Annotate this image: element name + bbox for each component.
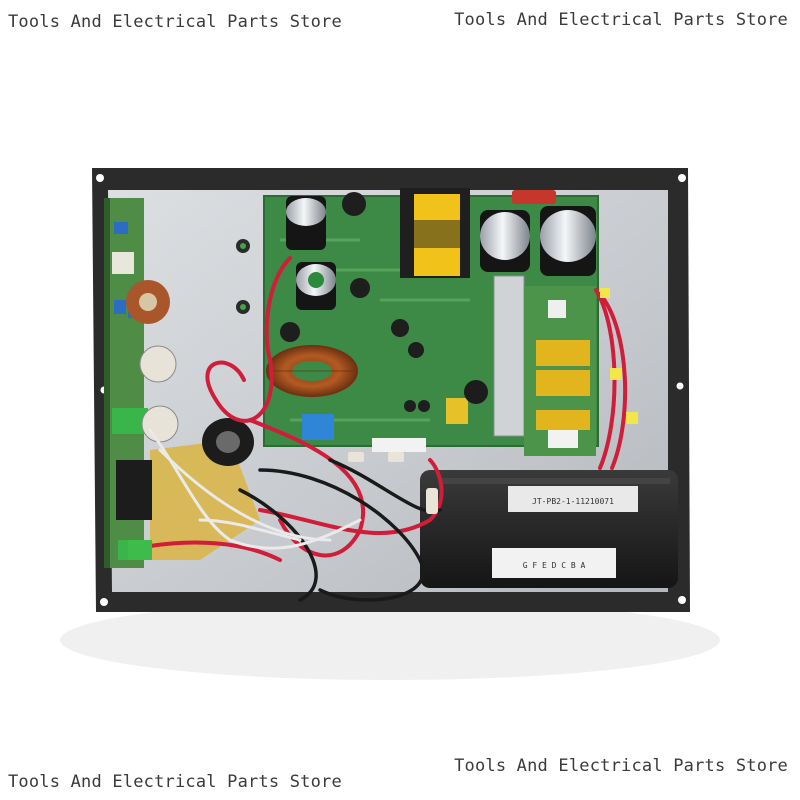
board-connector xyxy=(372,438,426,452)
mount-hole xyxy=(678,596,686,604)
cable-tie xyxy=(600,288,610,298)
toroid-inductor xyxy=(266,345,358,397)
mount-hole xyxy=(678,174,686,182)
fuse xyxy=(512,190,556,204)
wire-connector xyxy=(348,452,364,462)
cable-tie xyxy=(626,412,638,424)
watermark-bottom-right: Tools And Electrical Parts Store xyxy=(454,756,788,776)
wire-connector xyxy=(388,452,404,462)
relay xyxy=(141,405,179,443)
film-capacitor xyxy=(446,398,468,424)
choke-coil xyxy=(202,418,254,466)
watermark-top-left: Tools And Electrical Parts Store xyxy=(8,12,342,32)
ntc-thermistor xyxy=(464,380,488,404)
connector-label xyxy=(492,548,616,578)
serial-label-text: JT-PB2-1-11210071 xyxy=(532,497,614,506)
shadow xyxy=(60,600,720,680)
chip-module xyxy=(116,460,152,520)
filter-board xyxy=(524,286,596,456)
transformer xyxy=(400,188,470,278)
watermark-bottom-left: Tools And Electrical Parts Store xyxy=(8,772,342,792)
red-wires xyxy=(148,256,628,562)
relay xyxy=(139,345,177,383)
driver-module-housing: JT-PB2-1-11210071 G F E D C B A xyxy=(420,470,678,588)
mount-hole xyxy=(676,382,684,390)
heatsink xyxy=(493,275,525,437)
serial-label xyxy=(508,486,638,512)
terminal-block xyxy=(128,540,152,560)
connector-label-text: G F E D C B A xyxy=(523,561,586,570)
cable-tie xyxy=(610,368,622,380)
watermark-top-right: Tools And Electrical Parts Store xyxy=(454,10,788,30)
mount-hole xyxy=(100,598,108,606)
wire-connector xyxy=(426,488,438,514)
white-wires xyxy=(148,428,362,550)
mount-hole xyxy=(96,174,104,182)
board-connector xyxy=(548,430,578,448)
electrolytic-capacitors xyxy=(280,192,596,412)
x-capacitor xyxy=(302,414,334,440)
